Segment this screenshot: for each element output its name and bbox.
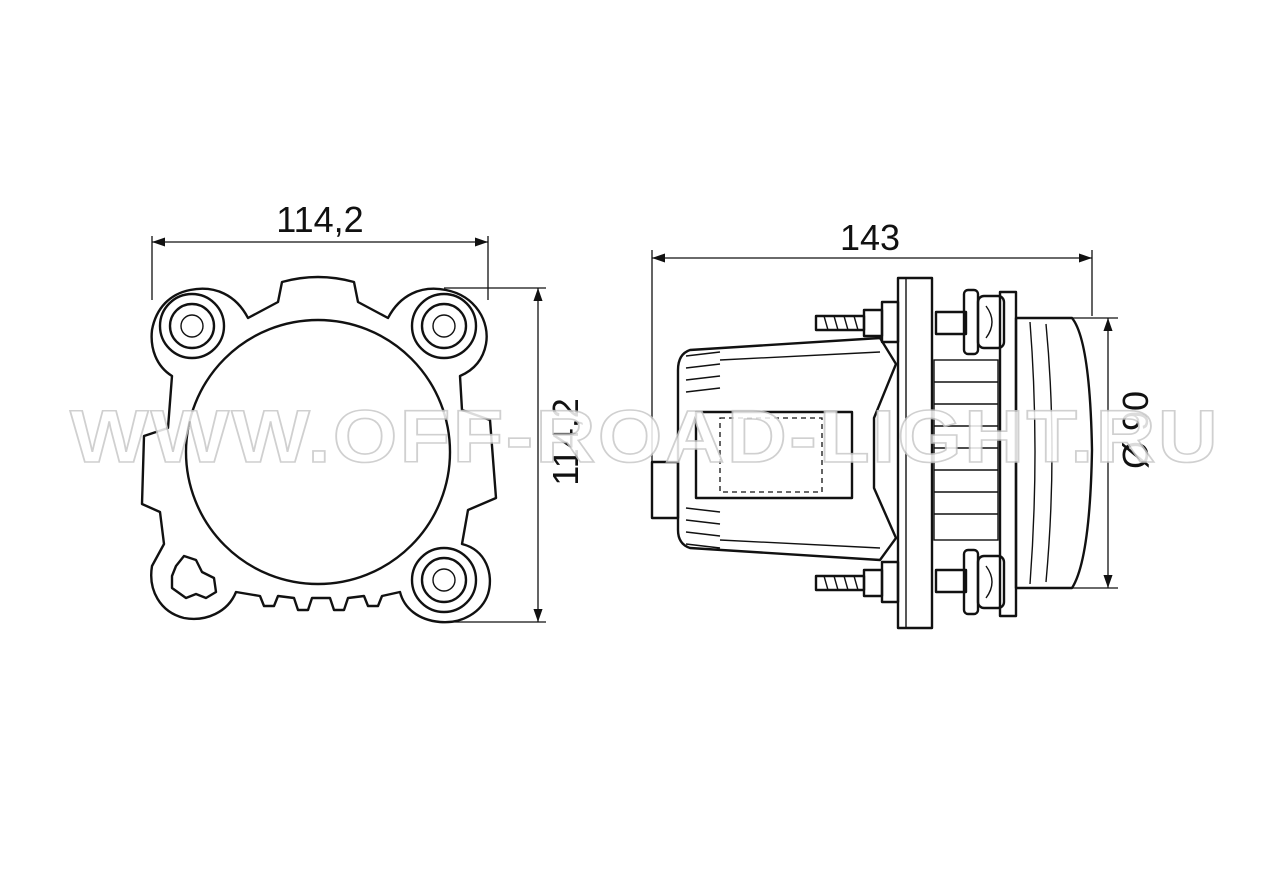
heatsink-ribs (933, 359, 999, 541)
center-block (694, 410, 854, 500)
side-view: 143 Ø 90 (650, 217, 1156, 630)
cooling-fins (685, 351, 881, 549)
front-lens-profile (1014, 316, 1094, 590)
width-dimension-label: 114,2 (276, 199, 363, 240)
mounting-flange (896, 276, 934, 630)
front-lens-circle (184, 318, 452, 586)
watermark-text: WWW.OFF-ROAD-LIGHT.RU (70, 395, 1220, 478)
mount-boss-top-right (410, 292, 478, 360)
stud-top (814, 300, 900, 344)
mount-boss-bottom-right (410, 546, 478, 614)
adjuster-top (934, 288, 1006, 356)
front-housing-outline (140, 275, 498, 624)
height-dimension-label: 114,2 (545, 398, 586, 485)
diameter-dimension-label: Ø 90 (1115, 391, 1156, 469)
length-dimension-label: 143 (840, 217, 900, 258)
front-view: 114,2 114,2 (140, 199, 586, 624)
mount-boss-top-left (158, 292, 226, 360)
adjuster-keyhole (170, 554, 218, 600)
label-plate (719, 417, 823, 493)
stud-bottom (814, 560, 900, 604)
rear-body-outline (676, 336, 898, 562)
adjuster-bottom (934, 548, 1006, 616)
